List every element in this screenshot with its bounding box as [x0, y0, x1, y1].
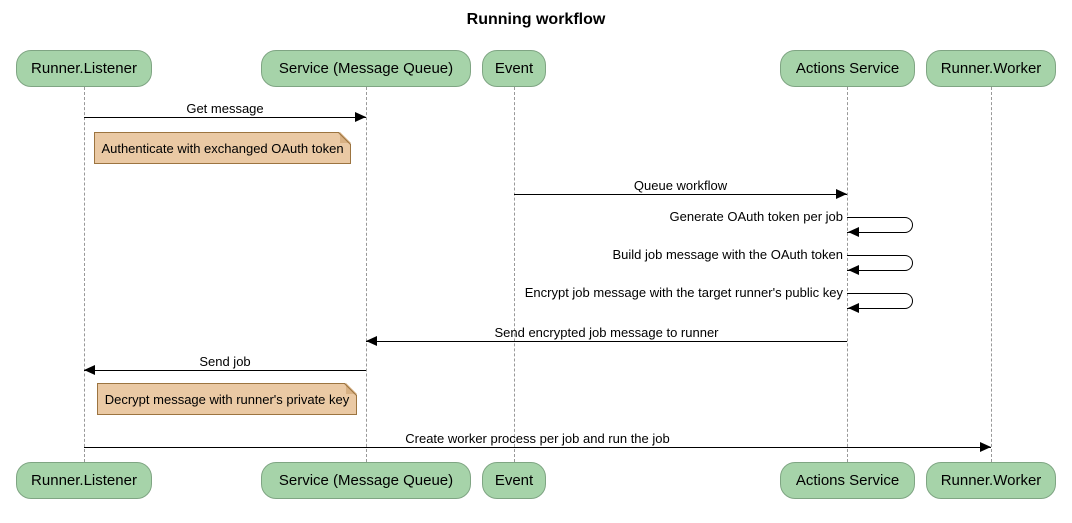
arrowhead-right-icon [980, 442, 991, 452]
message-label: Build job message with the OAuth token [612, 247, 843, 262]
lifeline-event [514, 87, 515, 462]
arrowhead-right-icon [836, 189, 847, 199]
participant-event-top: Event [482, 50, 546, 87]
participant-service-message-queue-bottom: Service (Message Queue) [261, 462, 471, 499]
note-fold-icon [346, 383, 357, 394]
message-line [84, 117, 366, 118]
diagram-title: Running workflow [466, 11, 606, 28]
note-text: Decrypt message with runner's private ke… [104, 391, 350, 407]
arrowhead-right-icon [355, 112, 366, 122]
self-message-loop [847, 217, 913, 233]
participant-runner-listener-top: Runner.Listener [16, 50, 152, 87]
participant-runner-worker-top: Runner.Worker [926, 50, 1056, 87]
arrowhead-left-icon [848, 303, 859, 313]
self-message-loop [847, 255, 913, 271]
participant-actions-service-top: Actions Service [780, 50, 915, 87]
message-label: Create worker process per job and run th… [405, 431, 670, 446]
lifeline-actions-service [847, 87, 848, 462]
participant-event-bottom: Event [482, 462, 546, 499]
note-decrypt: Decrypt message with runner's private ke… [97, 383, 357, 415]
note-fold-icon [340, 132, 351, 143]
message-line [514, 194, 847, 195]
participant-runner-listener-bottom: Runner.Listener [16, 462, 152, 499]
arrowhead-left-icon [84, 365, 95, 375]
participant-actions-service-bottom: Actions Service [780, 462, 915, 499]
participant-runner-worker-bottom: Runner.Worker [926, 462, 1056, 499]
arrowhead-left-icon [848, 265, 859, 275]
note-text: Authenticate with exchanged OAuth token [101, 140, 344, 156]
note-authenticate: Authenticate with exchanged OAuth token [94, 132, 351, 164]
message-label: Get message [186, 101, 264, 116]
participant-service-message-queue-top: Service (Message Queue) [261, 50, 471, 87]
message-label: Generate OAuth token per job [669, 209, 843, 224]
self-message-loop [847, 293, 913, 309]
lifeline-service-message-queue [366, 87, 367, 462]
lifeline-runner-listener [84, 87, 85, 462]
arrowhead-left-icon [848, 227, 859, 237]
message-label: Encrypt job message with the target runn… [524, 285, 843, 300]
message-line [366, 341, 847, 342]
message-line [84, 447, 991, 448]
message-label: Send encrypted job message to runner [494, 325, 719, 340]
message-label: Send job [199, 354, 251, 369]
message-line [84, 370, 366, 371]
arrowhead-left-icon [366, 336, 377, 346]
message-label: Queue workflow [633, 178, 728, 193]
lifeline-runner-worker [991, 87, 992, 462]
